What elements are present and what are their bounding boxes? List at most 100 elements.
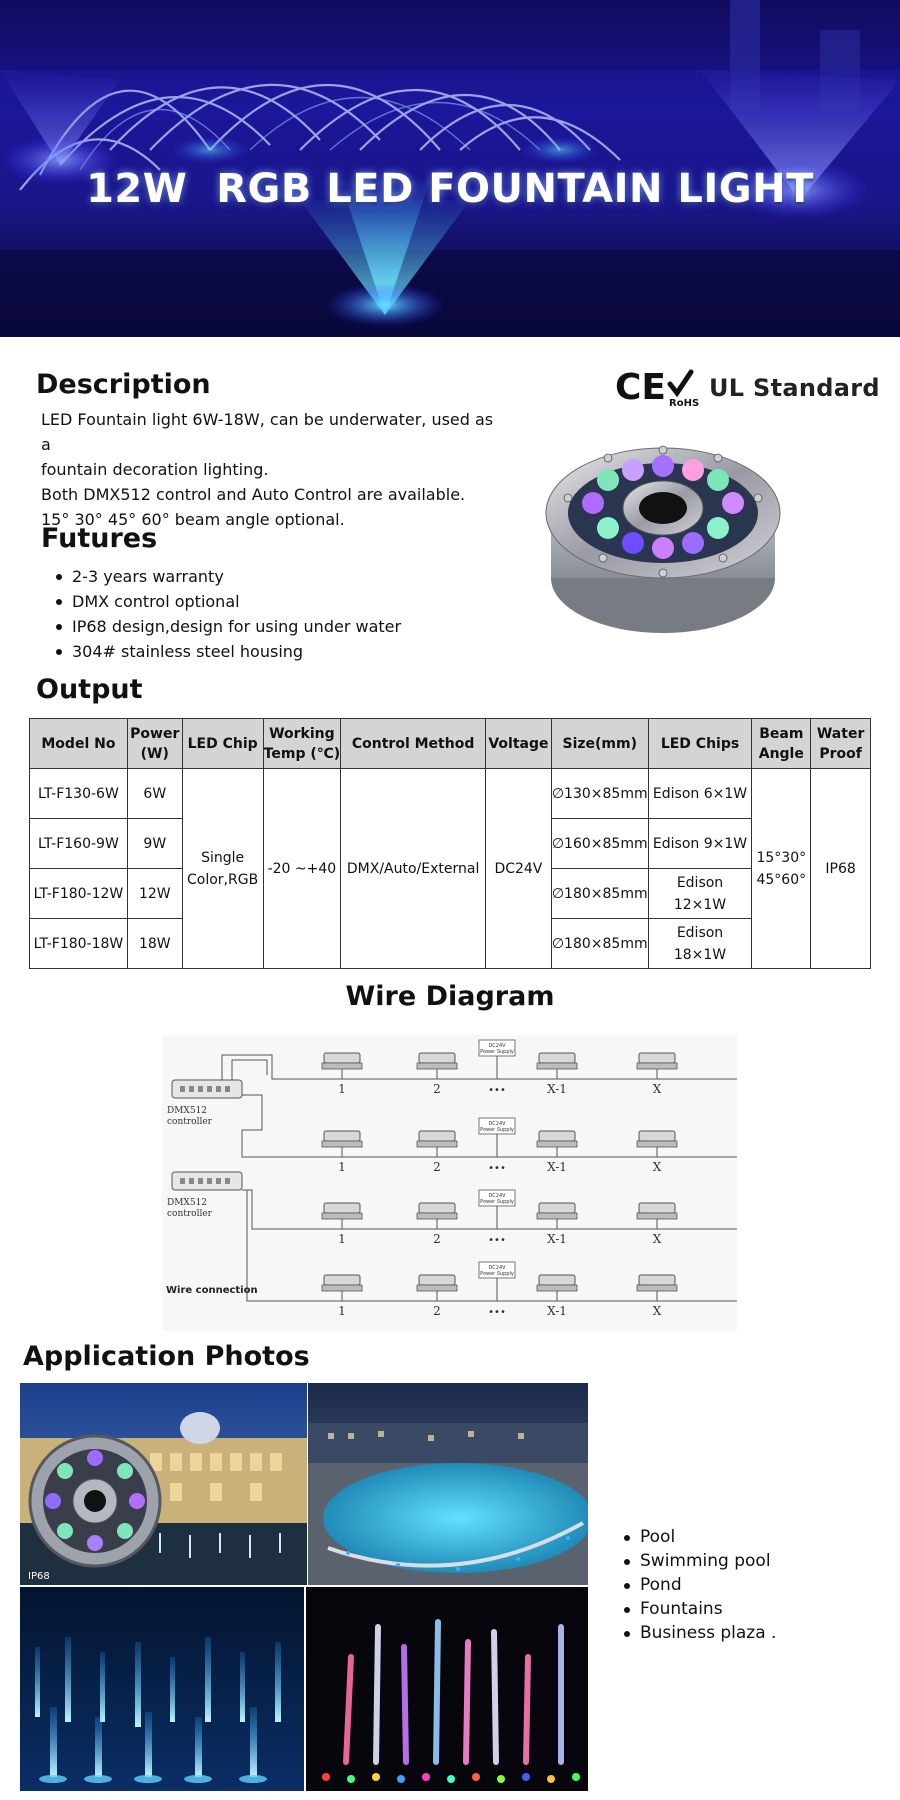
controller-port-icon xyxy=(198,1178,203,1184)
futures-list: 2-3 years warranty DMX control optional … xyxy=(55,564,401,664)
controller-label: DMX512 xyxy=(167,1106,207,1116)
ce-mark-icon: CE xyxy=(615,367,666,408)
node-label: X-1 xyxy=(547,1304,567,1318)
light-base-icon xyxy=(321,1140,363,1148)
fountain-night-image xyxy=(0,0,900,337)
photo-rooftop-pool xyxy=(308,1383,588,1585)
power-cell: 9W xyxy=(126,818,183,869)
description-text: LED Fountain light 6W-18W, can be underw… xyxy=(41,407,501,532)
light-base-icon xyxy=(536,1140,578,1148)
power-supply-label: DC24V xyxy=(488,1193,506,1199)
photo-colorful-fountain xyxy=(306,1587,588,1791)
list-item: Pond xyxy=(623,1573,776,1597)
controller-port-icon xyxy=(180,1178,185,1184)
futures-heading: Futures xyxy=(41,523,158,554)
ul-standard-label: UL Standard xyxy=(709,374,880,402)
controller-port-icon xyxy=(207,1178,212,1184)
light-base-icon xyxy=(636,1284,678,1292)
column-header: Size(mm) xyxy=(550,718,649,769)
model-cell: LT-F180-12W xyxy=(29,868,128,919)
output-heading: Output xyxy=(36,674,143,705)
voltage-cell: DC24V xyxy=(484,768,552,969)
photo-plaza-fountains xyxy=(20,1587,304,1791)
node-label: X xyxy=(653,1304,662,1318)
light-base-icon xyxy=(416,1140,458,1148)
node-label: 1 xyxy=(338,1082,346,1096)
power-supply-label-2: Power Supply xyxy=(480,1127,514,1133)
description-line: LED Fountain light 6W-18W, can be underw… xyxy=(41,410,494,454)
rohs-check-icon xyxy=(667,369,694,398)
control-method-cell: DMX/Auto/External xyxy=(340,768,486,969)
column-header: Control Method xyxy=(340,718,486,769)
light-base-icon xyxy=(416,1062,458,1070)
list-item: Fountains xyxy=(623,1597,776,1621)
ellipsis-label: ••• xyxy=(488,1307,506,1318)
list-item: Pool xyxy=(623,1525,776,1549)
table-row: LT-F180-18W 18W ∅180×85mm Edison 18×1W xyxy=(29,918,871,969)
list-item: Swimming pool xyxy=(623,1549,776,1573)
fountain-light-unit-icon xyxy=(638,1202,676,1214)
model-cell: LT-F180-18W xyxy=(29,918,128,969)
size-cell: ∅160×85mm xyxy=(550,818,649,869)
controller-port-icon xyxy=(180,1086,185,1092)
light-base-icon xyxy=(321,1212,363,1220)
light-base-icon xyxy=(636,1212,678,1220)
controller-port-icon xyxy=(225,1086,230,1092)
power-supply-label: DC24V xyxy=(488,1121,506,1127)
table-row: LT-F130-6W 6W Single Color,RGB -20 ~+40 … xyxy=(29,768,871,969)
wire-connection-label: Wire connection xyxy=(166,1285,258,1296)
temp-cell: -20 ~+40 xyxy=(262,768,342,969)
controller-label: DMX512 xyxy=(167,1198,207,1208)
wire-line xyxy=(231,1059,268,1080)
light-base-icon xyxy=(636,1062,678,1070)
column-header: LED Chips xyxy=(647,718,753,769)
controller-port-icon xyxy=(189,1086,194,1092)
model-cell: LT-F130-6W xyxy=(29,768,128,819)
fountain-light-unit-icon xyxy=(538,1274,576,1286)
description-heading: Description xyxy=(36,369,211,400)
column-header: Water Proof xyxy=(810,718,871,769)
model-cell: LT-F160-9W xyxy=(29,818,128,869)
fountain-light-unit-icon xyxy=(638,1130,676,1142)
power-supply-label-2: Power Supply xyxy=(480,1049,514,1055)
fountain-light-product-image xyxy=(545,445,781,633)
table-header-row: Model No Power (W) LED Chip Working Temp… xyxy=(29,718,871,769)
controller-port-icon xyxy=(189,1178,194,1184)
power-cell: 12W xyxy=(126,868,183,919)
photo-palace-fountain: IP68 xyxy=(20,1383,307,1585)
light-base-icon xyxy=(416,1212,458,1220)
wire-line xyxy=(221,1054,737,1080)
fountain-light-unit-icon xyxy=(638,1052,676,1064)
hero-banner: 12W RGB LED FOUNTAIN LIGHT xyxy=(0,0,900,337)
light-base-icon xyxy=(321,1284,363,1292)
controller-port-icon xyxy=(216,1178,221,1184)
list-item: Business plaza . xyxy=(623,1623,777,1643)
certification-marks: CE RoHS xyxy=(615,367,699,408)
fountain-light-unit-icon xyxy=(418,1274,456,1286)
fountain-light-unit-icon xyxy=(323,1052,361,1064)
node-label: X-1 xyxy=(547,1232,567,1246)
power-supply-label: DC24V xyxy=(488,1043,506,1049)
node-label: X xyxy=(653,1232,662,1246)
ip68-badge: IP68 xyxy=(28,1571,50,1582)
description-line: Both DMX512 control and Auto Control are… xyxy=(41,485,466,504)
light-base-icon xyxy=(416,1284,458,1292)
node-label: X-1 xyxy=(547,1082,567,1096)
fountain-light-unit-icon xyxy=(418,1130,456,1142)
size-cell: ∅180×85mm xyxy=(550,918,649,969)
node-label: X-1 xyxy=(547,1160,567,1174)
light-base-icon xyxy=(536,1284,578,1292)
hero-title: 12W RGB LED FOUNTAIN LIGHT xyxy=(86,166,814,212)
controller-port-icon xyxy=(198,1086,203,1092)
led-chips-cell: Edison 6×1W xyxy=(647,768,753,819)
column-header: LED Chip xyxy=(181,718,264,769)
ellipsis-label: ••• xyxy=(488,1085,506,1096)
power-supply-label-2: Power Supply xyxy=(480,1271,514,1277)
controller-label-2: controller xyxy=(167,1117,213,1127)
fountain-light-unit-icon xyxy=(323,1130,361,1142)
controller-port-icon xyxy=(207,1086,212,1092)
table-row: LT-F180-12W 12W ∅180×85mm Edison 12×1W xyxy=(29,868,871,919)
list-item: DMX control optional xyxy=(55,589,401,614)
node-label: 2 xyxy=(433,1304,441,1318)
list-item: IP68 design,design for using under water xyxy=(55,614,401,639)
